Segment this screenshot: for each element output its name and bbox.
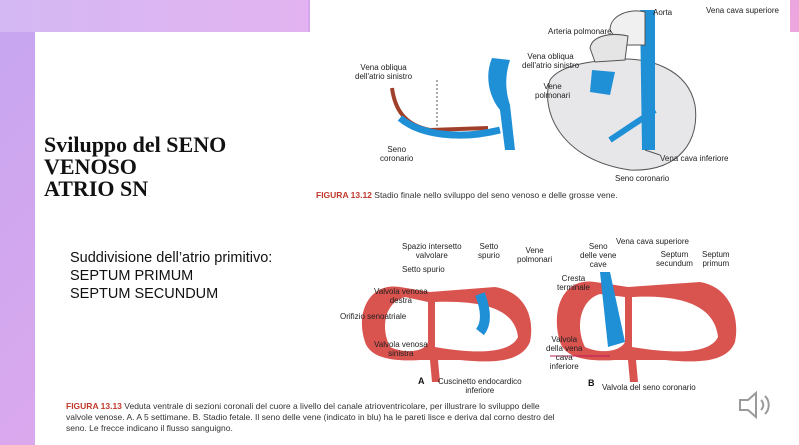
label-vena-obliqua-right: Vena obliqua dell'atrio sinistro: [522, 52, 579, 70]
label-line: inferiore: [465, 386, 495, 395]
label-line: Setto: [479, 242, 499, 251]
label-line: primum: [702, 259, 730, 268]
label-cresta-terminale: Cresta terminale: [557, 274, 590, 292]
leader-line: [644, 149, 661, 156]
label-line: Vena obliqua: [527, 52, 574, 61]
label-line: inferiore: [549, 362, 579, 371]
label-line: spurio: [478, 251, 500, 260]
label-line: Valvola venosa: [374, 287, 428, 296]
caption-head: FIGURA 13.12: [316, 190, 372, 200]
label-line: Cuscinetto endocardico: [438, 377, 522, 386]
label-line: dell'atrio sinistro: [522, 61, 580, 70]
label-line: Vene: [525, 246, 544, 255]
label-line: Spazio intersetto: [402, 242, 462, 251]
label-line: Seno: [387, 145, 407, 154]
label-line: Seno: [588, 242, 608, 251]
label-setto-spurio: Setto spurio: [402, 265, 445, 274]
label-line: della vena: [546, 344, 583, 353]
label-line: Septum: [660, 250, 689, 259]
label-line: terminale: [557, 283, 590, 292]
vein-shape-left: [488, 58, 515, 150]
label-line: polmonari: [517, 255, 553, 264]
atrium-b-right: [632, 296, 718, 352]
label-line: Septum: [702, 250, 730, 259]
label-line: destra: [389, 296, 412, 305]
cushion-a: [430, 360, 440, 382]
label-valvola-vena-cava: Valvola della vena cava inferiore: [546, 335, 582, 371]
label-septum-primum: Septum primum: [702, 250, 730, 268]
background-strip: [0, 0, 308, 32]
label-valvola-sinistra: Valvola venosa sinistra: [374, 340, 428, 358]
label-line: dell'atrio sinistro: [355, 72, 413, 81]
caption-text: Veduta ventrale di sezioni coronali del …: [66, 401, 555, 433]
title-line: Sviluppo del SENO: [44, 132, 227, 157]
label-arteria-polmonare: Arteria polmonare: [548, 27, 612, 36]
label-line: valvolare: [415, 251, 448, 260]
label-vena-cava-sup: Vena cava superiore: [616, 237, 689, 246]
figure-13-12: Aorta Vena cava superiore Arteria polmon…: [310, 0, 790, 210]
sinus-venarum-b: [600, 272, 625, 347]
pulmonary-veins-shape: [590, 70, 615, 95]
label-line: sinistra: [388, 349, 414, 358]
slide-subtitle: Suddivisione dell’atrio primitivo: SEPTU…: [70, 249, 272, 303]
atrium-a-right: [435, 301, 518, 352]
label-line: secundum: [656, 259, 693, 268]
atrium-a-left: [385, 297, 428, 352]
figure-letter-b: B: [588, 378, 595, 388]
caption-figure-13-13: FIGURA 13.13 Veduta ventrale di sezioni …: [66, 401, 556, 434]
cushion-b: [628, 360, 638, 382]
label-cuscinetto: Cuscinetto endocardico inferiore: [438, 377, 522, 395]
label-valvola-destra: Valvola venosa destra: [374, 287, 428, 305]
speaker-icon[interactable]: [736, 388, 776, 422]
label-septum-secundum: Septum secundum: [656, 250, 693, 268]
label-seno-coronario-right: Seno coronario: [615, 174, 670, 183]
heart-sections: [361, 272, 737, 382]
label-aorta: Aorta: [653, 8, 673, 17]
pulmonary-artery-shape: [589, 34, 629, 63]
label-spazio-intersetto: Spazio intersetto valvolare: [402, 242, 462, 260]
label-seno-vene-cave: Seno delle vene cave: [580, 242, 616, 269]
coronary-sinus-right: [608, 107, 657, 143]
subtitle-line: Suddivisione dell’atrio primitivo:: [70, 250, 273, 266]
label-vena-obliqua-left: Vena obliqua dell'atrio sinistro: [355, 63, 412, 81]
label-line: Cresta: [561, 274, 586, 283]
label-line: polmonari: [535, 91, 571, 100]
label-orifizio: Orifizio senoatriale: [340, 312, 407, 321]
heart-illustration-top: [390, 10, 697, 171]
label-setto-spurio-top: Setto spurio: [478, 242, 500, 260]
label-line: Vene: [543, 82, 562, 91]
slide-title: Sviluppo del SENO VENOSO ATRIO SN: [44, 134, 226, 200]
caption-text: Stadio finale nello sviluppo del seno ve…: [374, 190, 618, 200]
label-valvola-seno: Valvola del seno coronario: [602, 383, 696, 392]
label-line: Vena obliqua: [360, 63, 407, 72]
title-line: VENOSO: [44, 154, 137, 179]
label-line: Valvola venosa: [374, 340, 428, 349]
caption-figure-13-12: FIGURA 13.12 Stadio finale nello svilupp…: [316, 190, 618, 201]
figure-letter-a: A: [418, 376, 425, 386]
subtitle-line: SEPTUM SECUNDUM: [70, 286, 219, 302]
coronary-sinus-left: [397, 115, 501, 139]
caption-head: FIGURA 13.13: [66, 401, 122, 411]
label-vena-cava-superiore: Vena cava superiore: [706, 6, 779, 15]
sinus-venosus-a: [475, 292, 490, 336]
title-line: ATRIO SN: [44, 176, 149, 201]
figure-13-13: Spazio intersetto valvolare Setto spurio…: [310, 232, 760, 397]
label-vena-cava-inferiore: Vena cava inferiore: [660, 154, 729, 163]
label-line: cava: [555, 353, 573, 362]
label-line: cave: [589, 260, 607, 269]
label-seno-coronario-left: Seno coronario: [380, 145, 413, 163]
label-line: coronario: [380, 154, 414, 163]
label-vene-polmonari: Vene polmonari: [535, 82, 570, 100]
label-vene-polmonari-b: Vene polmonari: [517, 246, 552, 264]
subtitle-line: SEPTUM PRIMUM: [70, 268, 194, 284]
label-line: Valvola: [551, 335, 578, 344]
label-line: delle vene: [580, 251, 617, 260]
